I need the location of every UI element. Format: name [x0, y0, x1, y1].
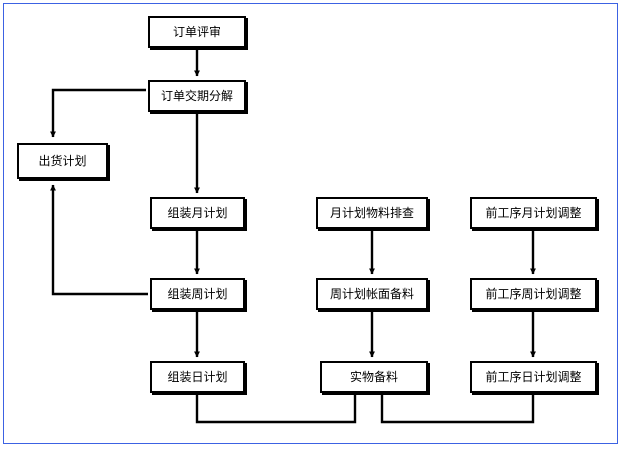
connector-physical-prep-to-pre-day	[380, 395, 535, 424]
node-pre-process-week-adjust[interactable]: 前工序周计划调整	[470, 278, 597, 310]
node-month-plan-material-check[interactable]: 月计划物料排查	[316, 197, 428, 229]
node-pre-process-day-adjust[interactable]: 前工序日计划调整	[470, 361, 597, 393]
node-label: 出货计划	[38, 154, 87, 168]
node-shipment-plan[interactable]: 出货计划	[17, 143, 108, 179]
node-order-due-breakdown[interactable]: 订单交期分解	[148, 80, 246, 112]
node-label: 组装周计划	[167, 287, 228, 301]
node-assembly-month-plan[interactable]: 组装月计划	[150, 197, 245, 229]
node-label: 前工序周计划调整	[485, 287, 582, 301]
node-assembly-week-plan[interactable]: 组装周计划	[150, 278, 245, 310]
node-label: 前工序日计划调整	[485, 370, 582, 384]
node-label: 订单评审	[172, 25, 221, 39]
node-physical-material-prep[interactable]: 实物备料	[320, 361, 428, 393]
node-label: 组装月计划	[167, 206, 228, 220]
node-label: 月计划物料排查	[329, 206, 414, 220]
connector-breakdown-to-shipment-plan	[50, 88, 146, 138]
node-label: 实物备料	[349, 370, 398, 384]
node-assembly-day-plan[interactable]: 组装日计划	[150, 361, 245, 393]
node-label: 订单交期分解	[160, 89, 233, 103]
node-label: 周计划帐面备料	[329, 287, 414, 301]
node-pre-process-month-adjust[interactable]: 前工序月计划调整	[470, 197, 597, 229]
node-label: 组装日计划	[167, 370, 228, 384]
node-label: 前工序月计划调整	[485, 206, 582, 220]
node-order-review[interactable]: 订单评审	[148, 16, 246, 48]
connector-assembly-day-to-physical-prep	[195, 395, 357, 424]
connector-assembly-week-to-shipment-plan	[50, 184, 148, 296]
node-week-plan-book-material[interactable]: 周计划帐面备料	[316, 278, 428, 310]
